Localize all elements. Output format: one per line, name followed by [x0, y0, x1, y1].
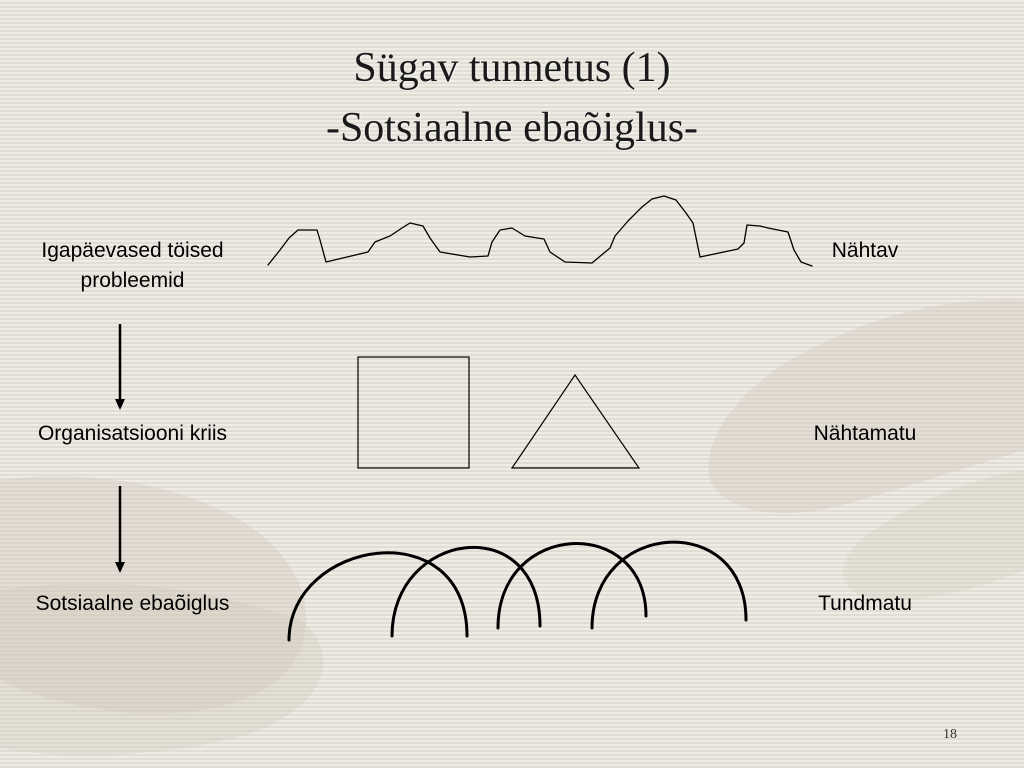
- level-3-right-label: Tundmatu: [818, 592, 912, 615]
- level-1-left-label: Igapäevased töised probleemid: [41, 239, 224, 292]
- invisible-square-shape: [357, 356, 470, 469]
- background-arm-right: [843, 470, 1024, 600]
- level-2-left-label: Organisatsiooni kriis: [37, 422, 228, 445]
- unknown-arc-3: [496, 542, 648, 630]
- arrow-head-2: [115, 562, 125, 573]
- invisible-triangle-shape: [510, 373, 641, 469]
- arrow-head-1: [115, 399, 125, 410]
- unknown-arc-2: [390, 545, 542, 638]
- unknown-arc-4: [590, 540, 748, 630]
- level-2-right-label: Nähtamatu: [813, 422, 917, 445]
- slide-title-line-2: -Sotsiaalne ebaõiglus-: [325, 105, 699, 151]
- unknown-arc-1: [287, 551, 469, 642]
- level-1-right-label: Nähtav: [831, 239, 899, 262]
- background-arm-left: [0, 583, 324, 755]
- page-number: 18: [943, 727, 957, 742]
- background-hand-left: [0, 476, 307, 714]
- unknown-arcs-group: [287, 540, 748, 642]
- background-hand-right: [708, 299, 1024, 514]
- level-3-left-label: Sotsiaalne ebaõiglus: [35, 592, 230, 615]
- slide-title-line-1: Sügav tunnetus (1): [353, 45, 671, 91]
- visible-problems-jagged-line: [267, 195, 813, 267]
